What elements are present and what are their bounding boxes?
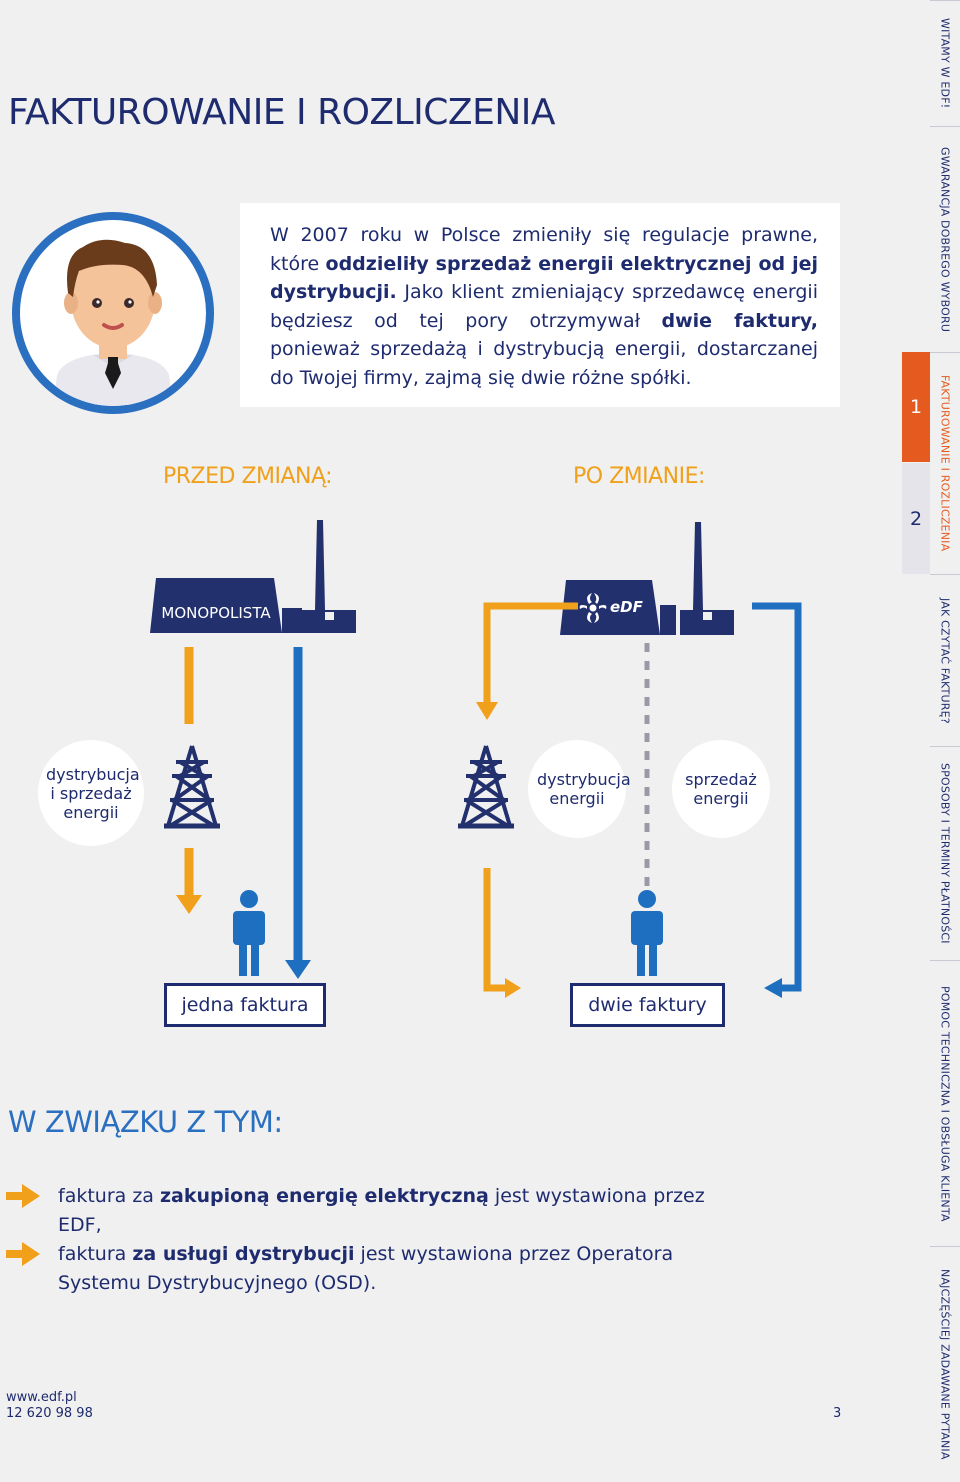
avatar <box>5 205 221 421</box>
page-number: 3 <box>833 1406 841 1421</box>
intro-box: W 2007 roku w Polsce zmieniły się regula… <box>240 203 840 407</box>
page-title: FAKTUROWANIE I ROZLICZENIA <box>8 92 555 133</box>
bullet-purchased-energy: faktura za zakupioną energię elektryczną… <box>58 1182 718 1240</box>
sidebar-item-guarantee[interactable]: GWARANCJA DOBREGO WYBORU <box>930 126 960 352</box>
sidebar-item-billing[interactable]: FAKTUROWANIE I ROZLICZENIA <box>930 352 960 574</box>
distribution-label: dystrybucja energii <box>537 770 617 808</box>
sidebar-nav: WITAMY W EDF! GWARANCJA DOBREGO WYBORU F… <box>930 0 960 1482</box>
bullet-distribution-services: faktura za usługi dystrybucji jest wysta… <box>58 1240 718 1298</box>
person-icon <box>233 890 265 976</box>
tab-2[interactable]: 2 <box>902 463 930 574</box>
sale-circle: sprzedaż energii <box>672 740 770 838</box>
arrow-right-icon <box>505 978 521 998</box>
after-heading: PO ZMIANIE: <box>573 464 705 489</box>
consequences-heading: W ZWIĄZKU Z TYM: <box>8 1105 283 1139</box>
arrow-down-icon <box>476 702 498 720</box>
edf-factory-icon <box>560 522 734 635</box>
monopolist-label: MONOPOLISTA <box>150 604 282 622</box>
two-invoices-box: dwie faktury <box>570 983 725 1027</box>
sidebar-item-read-invoice[interactable]: JAK CZYTAĆ FAKTURĘ? <box>930 574 960 746</box>
distribution-and-sale-label: dystrybucja i sprzedaż energii <box>46 765 136 822</box>
arrow-right-icon <box>6 1184 40 1208</box>
distribution-and-sale-circle: dystrybucja i sprzedaż energii <box>38 740 144 846</box>
sidebar-item-payments[interactable]: SPOSOBY I TERMINY PŁATNOŚCI <box>930 746 960 960</box>
arrow-down-icon <box>176 895 202 914</box>
intro-paragraph: W 2007 roku w Polsce zmieniły się regula… <box>270 221 818 392</box>
power-pylon-icon <box>164 746 220 826</box>
footer-phone: 12 620 98 98 <box>6 1406 93 1421</box>
sale-label: sprzedaż energii <box>681 770 761 808</box>
distribution-circle: dystrybucja energii <box>528 740 626 838</box>
arrow-left-icon <box>764 978 782 998</box>
sidebar-item-support[interactable]: POMOC TECHNICZNA I OBSŁUGA KLIENTA <box>930 960 960 1246</box>
arrow-right-icon <box>6 1242 40 1266</box>
edf-logo-text: eDF <box>610 598 643 616</box>
sidebar-item-welcome[interactable]: WITAMY W EDF! <box>930 0 960 126</box>
sidebar-item-faq[interactable]: NAJCZĘŚCIEJ ZADAWANE PYTANIA <box>930 1246 960 1482</box>
person-icon <box>631 890 663 976</box>
before-heading: PRZED ZMIANĄ: <box>163 464 332 489</box>
tab-1[interactable]: 1 <box>902 352 930 462</box>
one-invoice-box: jedna faktura <box>164 983 326 1027</box>
arrow-down-icon <box>285 960 311 979</box>
power-pylon-icon <box>458 746 514 826</box>
footer-website[interactable]: www.edf.pl <box>6 1390 77 1405</box>
